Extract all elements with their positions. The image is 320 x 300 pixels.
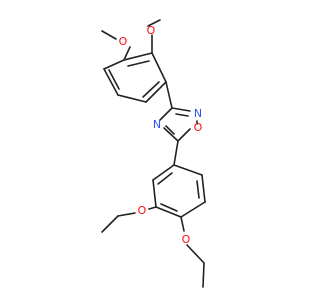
bond bbox=[202, 262, 205, 288]
bond bbox=[159, 107, 173, 121]
bond bbox=[147, 19, 161, 27]
bond bbox=[196, 180, 200, 199]
bond bbox=[127, 60, 150, 67]
bond bbox=[171, 107, 191, 112]
atom-labels: O O N N O O O bbox=[119, 24, 203, 246]
bond-skeleton bbox=[101, 19, 206, 288]
bond bbox=[117, 212, 136, 217]
molecule-structure: O O N N O O O bbox=[101, 19, 206, 288]
bond bbox=[117, 94, 147, 103]
atom-n-ring-2: N bbox=[194, 107, 202, 120]
bond bbox=[145, 81, 167, 103]
bond bbox=[180, 201, 206, 218]
bond bbox=[177, 128, 191, 142]
bond bbox=[155, 206, 182, 218]
bond bbox=[152, 179, 157, 208]
bond bbox=[123, 52, 153, 61]
bond bbox=[160, 203, 178, 212]
bond bbox=[173, 140, 179, 166]
bond bbox=[186, 244, 205, 264]
bond bbox=[103, 68, 119, 96]
bond bbox=[151, 52, 167, 83]
bond bbox=[103, 59, 125, 70]
atom-o-methoxy-a: O bbox=[119, 35, 128, 48]
bond bbox=[101, 215, 119, 233]
bond bbox=[108, 69, 120, 90]
bond bbox=[148, 206, 157, 210]
bond bbox=[180, 216, 185, 232]
bond bbox=[163, 127, 179, 142]
atom-o-ring-1: O bbox=[194, 121, 203, 134]
bond bbox=[201, 174, 206, 203]
atom-o-methoxy-b: O bbox=[147, 24, 156, 37]
bond bbox=[165, 125, 175, 135]
bond bbox=[142, 81, 160, 98]
atom-o-ethoxy-b: O bbox=[182, 233, 191, 246]
bond bbox=[152, 164, 175, 181]
bond bbox=[123, 46, 131, 61]
bond bbox=[165, 81, 173, 109]
bond bbox=[173, 164, 203, 176]
atom-n-ring-4: N bbox=[153, 118, 161, 131]
bond bbox=[101, 30, 117, 40]
bond bbox=[157, 172, 173, 185]
bond bbox=[175, 113, 189, 117]
atom-o-ethoxy-a: O bbox=[138, 204, 147, 217]
